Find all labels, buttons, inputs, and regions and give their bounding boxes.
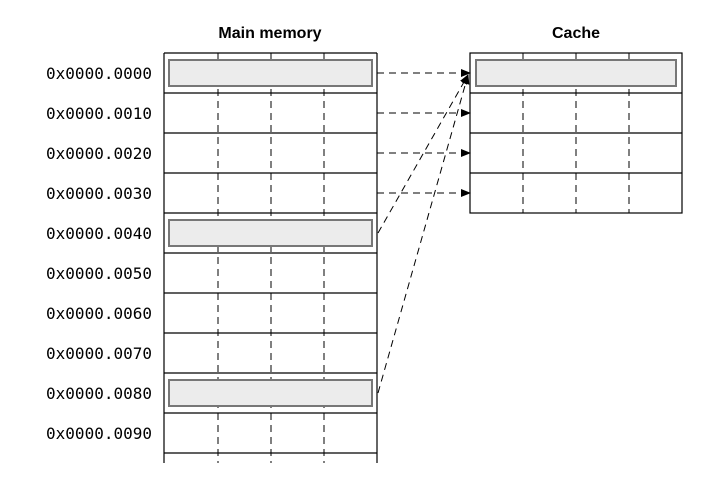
address-label: 0x0000.0080 <box>46 384 152 403</box>
memory-highlighted-line <box>168 379 373 407</box>
address-label: 0x0000.0010 <box>46 104 152 123</box>
main-memory-title: Main memory <box>218 25 321 42</box>
mapping-arrow <box>377 74 470 394</box>
cache-block <box>469 52 683 214</box>
cache-highlighted-line <box>475 59 677 87</box>
address-label: 0x0000.0020 <box>46 144 152 163</box>
address-label: 0x0000.0050 <box>46 264 152 283</box>
main-memory-block <box>163 52 378 463</box>
mapping-arrows <box>377 69 471 394</box>
mapping-arrow <box>377 74 469 234</box>
address-label: 0x0000.0030 <box>46 184 152 203</box>
memory-highlighted-line <box>168 59 373 87</box>
cache-title: Cache <box>552 25 600 42</box>
address-labels: 0x0000.0000 0x0000.0010 0x0000.0020 0x0000.… <box>46 64 152 443</box>
address-label: 0x0000.0060 <box>46 304 152 323</box>
address-label: 0x0000.0000 <box>46 64 152 83</box>
memory-highlighted-line <box>168 219 373 247</box>
address-label: 0x0000.0040 <box>46 224 152 243</box>
address-label: 0x0000.0070 <box>46 344 152 363</box>
address-label: 0x0000.0090 <box>46 424 152 443</box>
